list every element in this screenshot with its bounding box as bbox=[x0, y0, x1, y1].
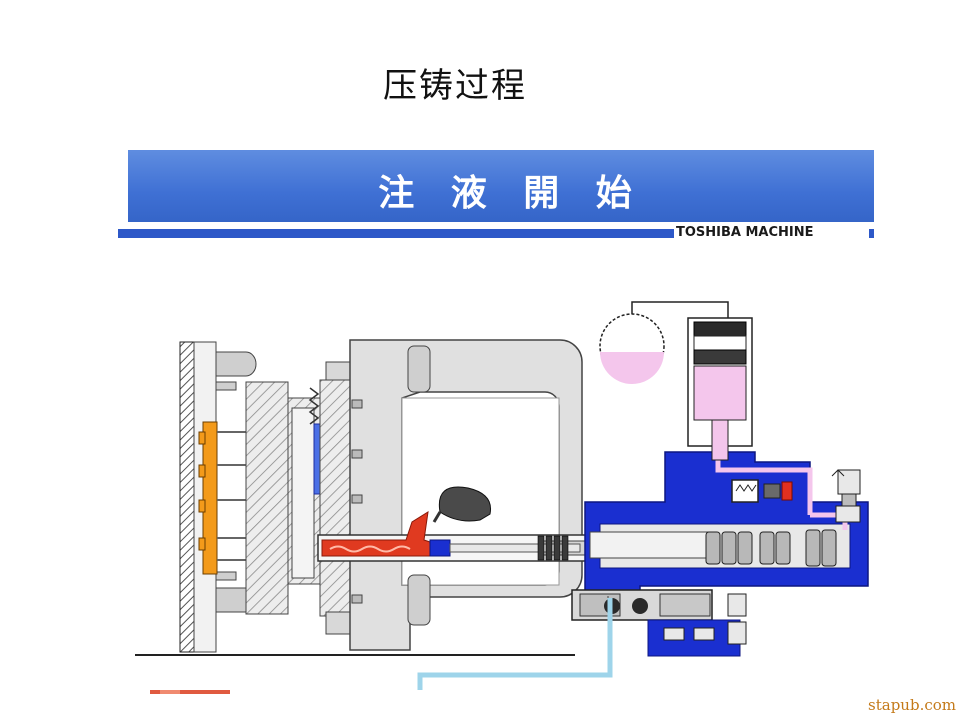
return-pipe bbox=[417, 598, 613, 690]
gas-cylinder bbox=[687, 317, 753, 461]
pilot-valve bbox=[831, 469, 861, 523]
molten-metal bbox=[321, 511, 431, 557]
plunger-tip bbox=[429, 539, 451, 557]
watermark: stapub.com bbox=[868, 696, 956, 714]
plunger-rod bbox=[449, 543, 581, 553]
plunger-coupling bbox=[537, 535, 569, 561]
ejector-plate bbox=[198, 421, 218, 575]
accumulator bbox=[599, 301, 729, 384]
ladle bbox=[438, 486, 492, 522]
injection-spring bbox=[705, 529, 837, 567]
banner-rule bbox=[118, 229, 674, 238]
banner-rule-end bbox=[869, 229, 874, 238]
title-banner: 注 液 開 始 bbox=[128, 150, 874, 222]
base-red-marks bbox=[150, 690, 230, 694]
brand-label: TOSHIBA MACHINE bbox=[676, 225, 814, 240]
clamp-bolts bbox=[351, 399, 363, 604]
metal-wave bbox=[329, 545, 411, 553]
slide-title: 压铸过程 bbox=[383, 66, 527, 106]
check-valve bbox=[731, 479, 793, 503]
tie-bar-nuts bbox=[407, 345, 431, 626]
moving-platen bbox=[245, 381, 289, 615]
solenoid-valves bbox=[663, 593, 747, 645]
lower-cylinder bbox=[571, 589, 713, 621]
ejector-pins bbox=[217, 431, 248, 561]
banner-text: 注 液 開 始 bbox=[378, 173, 644, 214]
fixed-die bbox=[319, 361, 351, 635]
